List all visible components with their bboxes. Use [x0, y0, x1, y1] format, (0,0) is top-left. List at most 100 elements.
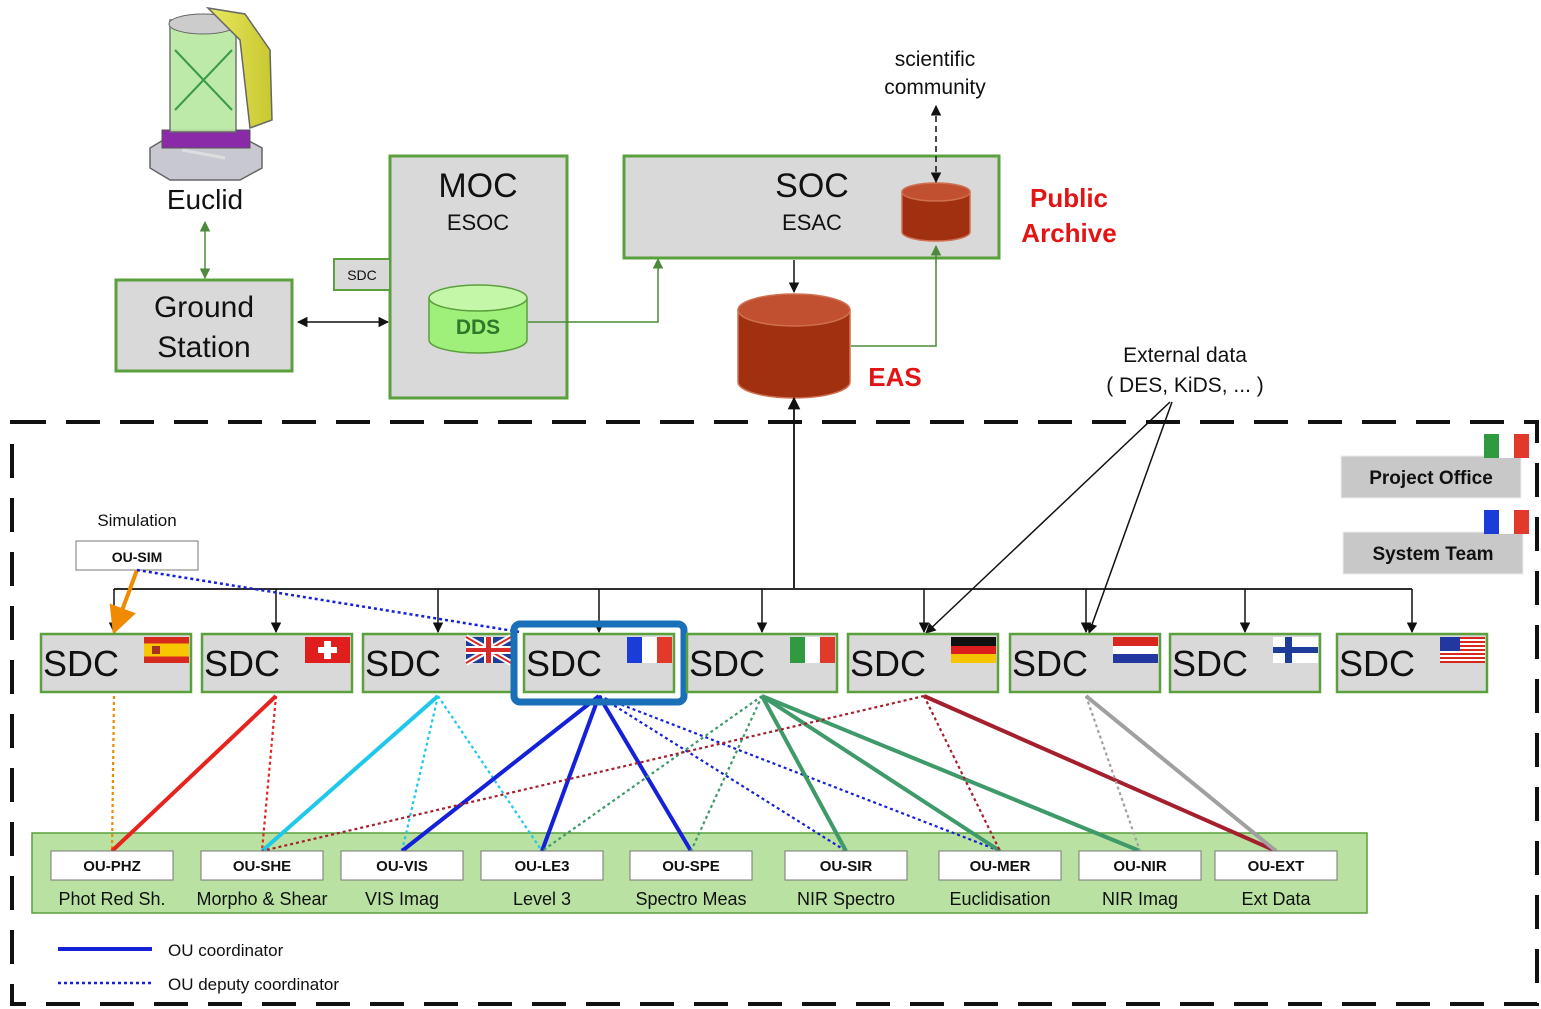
sdc-nl: SDC [1008, 632, 1162, 694]
ou-le3-desc: Level 3 [513, 889, 571, 909]
ou-she-code: OU-SHE [233, 858, 291, 875]
ou-sir-code: OU-SIR [820, 858, 873, 875]
ou-she: OU-SHE Morpho & Shear [196, 850, 328, 909]
ground-station-label-2: Station [157, 331, 250, 364]
ou-spe-code: OU-SPE [662, 858, 720, 875]
sdc-highlight-frame [510, 620, 688, 706]
project-office-label: Project Office [1369, 468, 1493, 489]
flag-netherlands-icon [1113, 637, 1158, 663]
sdc-us-label: SDC [1339, 643, 1415, 684]
link-it-spe [689, 695, 764, 852]
euclid-label: Euclid [167, 184, 243, 215]
sdc-de-label: SDC [850, 643, 926, 684]
ou-spe-desc: Spectro Meas [635, 889, 746, 909]
eas-database [737, 293, 851, 399]
moc-title: MOC [438, 167, 517, 205]
legend-deputy-label: OU deputy coordinator [168, 975, 339, 994]
ou-ext-code: OU-EXT [1248, 858, 1305, 875]
sdc-row: SDC SDC SDC SDC SDC SDC SDC SDC SDC [39, 620, 1489, 706]
ground-station-box [114, 278, 294, 373]
soc-subtitle: ESAC [782, 210, 842, 235]
link-nl-ext [1084, 694, 1278, 853]
flag-france-icon [1484, 510, 1529, 534]
sdc-ch-label: SDC [204, 643, 280, 684]
link-ch-she [260, 695, 278, 852]
eas-label: EAS [868, 362, 921, 392]
eas-archive-link [851, 244, 942, 347]
ou-ext-desc: Ext Data [1241, 889, 1311, 909]
public-archive-label-2: Archive [1021, 218, 1116, 248]
ou-sir: OU-SIR NIR Spectro [784, 850, 908, 909]
sdc-ou-links [110, 694, 1278, 853]
euclid-satellite-icon [149, 6, 273, 181]
link-fr-vis [400, 694, 601, 853]
link-es-phz [110, 695, 116, 852]
moc-subtitle: ESOC [447, 210, 509, 235]
flag-usa-icon [1440, 637, 1485, 663]
flag-france-icon [627, 637, 672, 663]
sdc-fi-label: SDC [1172, 643, 1248, 684]
ou-spe: OU-SPE Spectro Meas [629, 850, 753, 909]
ou-nir-desc: NIR Imag [1102, 889, 1178, 909]
scientific-community-label-1: scientific [895, 48, 976, 71]
link-it-nir [761, 694, 1141, 853]
flag-switzerland-icon [305, 637, 350, 663]
sdc-uk: SDC [361, 632, 515, 694]
ou-nir-code: OU-NIR [1113, 858, 1166, 875]
external-data-to-sdc-nl [1087, 401, 1173, 634]
flag-uk-icon [464, 634, 513, 666]
link-it-le3 [541, 695, 763, 852]
ou-she-desc: Morpho & Shear [196, 889, 327, 909]
scientific-community-label-2: community [884, 76, 986, 99]
flag-italy-icon [1484, 434, 1529, 458]
sdc-fr: SDC [510, 620, 688, 706]
ou-sir-desc: NIR Spectro [797, 889, 895, 909]
sdc-uk-label: SDC [365, 643, 441, 684]
public-archive-database [901, 182, 971, 242]
flag-finland-icon [1273, 637, 1318, 663]
ou-vis-desc: VIS Imag [365, 889, 439, 909]
link-it-mer [760, 694, 1002, 853]
flag-spain-icon [144, 637, 189, 663]
link-ch-phz [110, 694, 278, 853]
ou-mer-desc: Euclidisation [949, 889, 1050, 909]
ou-le3-code: OU-LE3 [514, 858, 569, 875]
sdc-it-label: SDC [689, 643, 765, 684]
flag-germany-icon [951, 637, 996, 663]
sgs-boundary [10, 420, 1539, 1006]
link-fr-le3 [540, 695, 601, 852]
simulation-label: Simulation [97, 511, 176, 530]
moc-sdc-tag-box [333, 258, 391, 291]
ground-station-label-1: Ground [154, 291, 254, 324]
sdc-nl-label: SDC [1012, 643, 1088, 684]
ou-ext: OU-EXT Ext Data [1214, 850, 1338, 909]
external-data-label-2: ( DES, KiDS, ... ) [1106, 374, 1264, 397]
legend-coordinator-label: OU coordinator [168, 941, 284, 960]
link-uk-le3 [437, 695, 543, 852]
ou-vis-code: OU-VIS [376, 858, 428, 875]
link-uk-she [260, 694, 440, 853]
ou-sim-to-sdc-es [109, 569, 139, 635]
link-fr-sir [598, 695, 847, 852]
sdc-bus [108, 588, 1418, 634]
system-team-label: System Team [1372, 544, 1493, 565]
ou-mer: OU-MER Euclidisation [938, 850, 1062, 909]
moc-sdc-tag: SDC [347, 267, 377, 283]
ou-sim-label: OU-SIM [112, 549, 163, 565]
ou-mer-code: OU-MER [970, 858, 1031, 875]
dds-label: DDS [456, 316, 500, 339]
sdc-us: SDC [1335, 632, 1489, 694]
sdc-ch: SDC [200, 632, 354, 694]
link-fr-spe [597, 694, 693, 853]
sdc-it: SDC [685, 632, 839, 694]
dds-database [428, 284, 528, 354]
flag-italy-icon [790, 637, 835, 663]
dds-soc-link [528, 257, 664, 323]
sdc-es-label: SDC [43, 643, 119, 684]
sdc-es: SDC [39, 632, 193, 694]
link-de-mer [923, 695, 1001, 852]
link-de-ext [923, 694, 1277, 853]
sdc-fr-label: SDC [526, 643, 602, 684]
